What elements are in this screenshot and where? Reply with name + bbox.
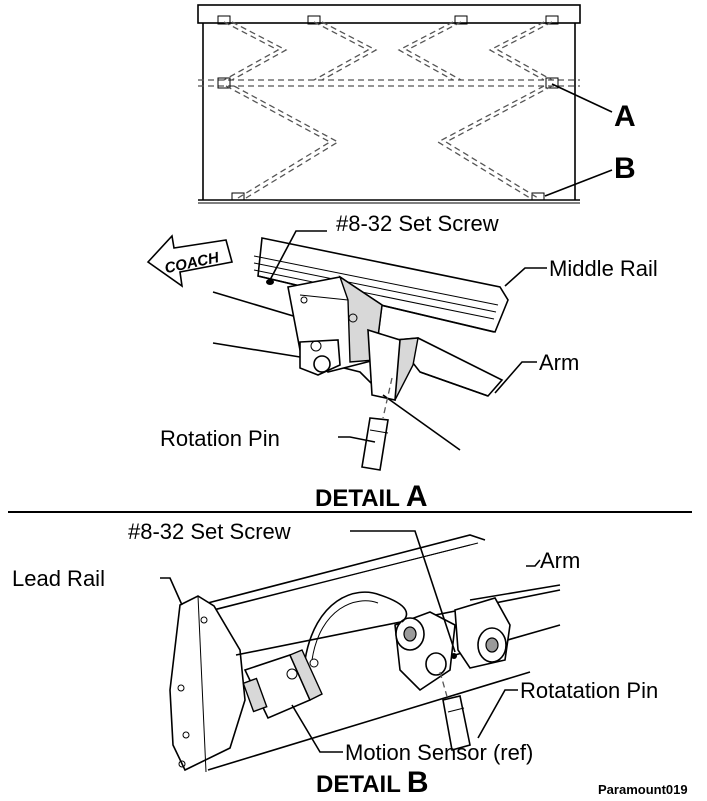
coach-arrow-icon xyxy=(146,234,233,288)
middle-rail-label: Middle Rail xyxy=(549,256,658,281)
detail-b-set-screw-label: #8-32 Set Screw xyxy=(128,519,291,544)
top-view-frame xyxy=(197,4,613,204)
detail-a-arm-label: Arm xyxy=(539,350,579,375)
label-a: A xyxy=(614,100,636,133)
figure-id: Paramount019 xyxy=(598,782,688,797)
detail-a-rotation-pin-label: Rotation Pin xyxy=(160,426,280,451)
detail-a-drawing xyxy=(146,230,547,471)
detail-b-rotation-pin-label: Rotatation Pin xyxy=(520,678,658,703)
detail-b-drawing xyxy=(160,530,561,773)
lead-rail-label: Lead Rail xyxy=(12,566,105,591)
detail-a-set-screw-label: #8-32 Set Screw xyxy=(336,211,499,236)
label-b: B xyxy=(614,152,636,185)
detail-b-arm-label: Arm xyxy=(540,548,580,573)
motion-sensor-label: Motion Sensor (ref) xyxy=(345,740,533,765)
